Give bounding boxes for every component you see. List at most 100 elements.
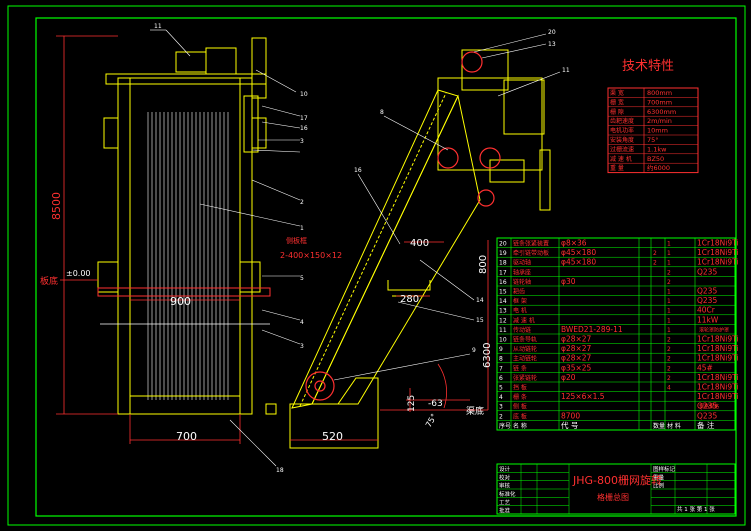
parts-cell: 轴承座 (513, 268, 531, 276)
parts-cell: φ35×25 (561, 363, 592, 372)
parts-cell: 牵引链带动板 (513, 249, 549, 257)
title-right-label: 重量 (653, 473, 665, 481)
parts-cell: 4 (499, 394, 503, 401)
title-right-label: 图样标记 (653, 465, 676, 473)
parts-cell: 1Cr18Ni9Ti (697, 258, 739, 267)
dim-800: 800 (478, 255, 489, 274)
parts-cell: 框 架 (513, 297, 527, 305)
side-leaders (333, 33, 561, 381)
parts-cell: 传动链 (513, 326, 531, 334)
parts-cell: 12 (499, 317, 507, 324)
parts-cell: φ28×27 (561, 344, 592, 353)
parts-cell: 14 (499, 298, 507, 305)
side-dimensions (290, 240, 489, 441)
parts-cell: 挡 板 (513, 384, 527, 392)
parts-cell: φ28×27 (561, 354, 592, 363)
parts-cell: 18 (499, 260, 507, 267)
spec-row-label: 齿耙速度 (610, 117, 634, 125)
parts-header-cell: 代 号 (561, 420, 578, 430)
callout-15: 15 (476, 317, 484, 324)
parts-cell: φ30 (561, 277, 576, 286)
title-label: 审核 (499, 482, 511, 490)
parts-cell: φ8×36 (561, 239, 587, 248)
callout-1: 1 (300, 225, 304, 232)
parts-cell: 驱动轴 (513, 259, 531, 267)
dim-angle-63: -63 (428, 399, 443, 409)
parts-cell: 17 (499, 269, 507, 276)
parts-cell: 19 (499, 250, 507, 257)
parts-cell: 9 (499, 346, 503, 353)
parts-cell: Q235 (697, 402, 717, 411)
parts-cell: 1Cr18Ni9Ti (697, 392, 739, 401)
parts-cell: 7 (499, 365, 503, 372)
parts-cell: 1 (667, 308, 671, 315)
parts-cell: 2 (667, 365, 671, 372)
spec-row-value: 2m/min (647, 117, 672, 125)
parts-cell: 链条导轨 (513, 336, 537, 344)
parts-cell: Q235 (697, 296, 717, 305)
parts-cell: 减 速 机 (513, 316, 535, 324)
dim-ground-label: 板底 (40, 275, 58, 287)
spec-row-label: 栅 隙 (610, 108, 624, 116)
parts-cell: 2 (653, 260, 657, 267)
front-dimensions (56, 35, 270, 444)
dim-6300: 6300 (482, 343, 493, 368)
dim-125: 125 (407, 395, 417, 412)
side-callouts: 20 13 11 8 16 14 15 9 (354, 29, 570, 354)
parts-cell: 2 (667, 279, 671, 286)
front-callouts: 11 10 17 16 3 2 1 5 4 3 18 (154, 23, 308, 474)
callout-10: 10 (300, 91, 308, 98)
parts-cell: 8700 (561, 411, 580, 420)
side-note: 侧板框 (286, 236, 307, 245)
sheet-number: 共 1 张 第 1 张 (677, 505, 715, 513)
parts-cell: 13 (499, 308, 507, 315)
parts-cell: 45# (697, 363, 713, 372)
parts-cell: 从动链轮 (513, 345, 537, 353)
dim-angle-75: 75° (424, 412, 439, 429)
channel-label: 渠底 (466, 405, 484, 417)
parts-cell: 链 条 (513, 364, 527, 372)
parts-cell: 侧 板 (513, 403, 527, 411)
parts-cell: Q235 (697, 287, 717, 296)
parts-cell: 电 机 (513, 307, 527, 315)
title-right-label: 比例 (653, 482, 665, 490)
spec-row-value: 75° (647, 136, 659, 144)
parts-note: 规格规格 (699, 403, 719, 410)
spec-row-value: BZ50 (647, 155, 664, 163)
title-label: 标准化 (499, 490, 516, 498)
parts-cell: 11kW (697, 315, 719, 324)
parts-header-cell: 材 料 (667, 422, 681, 430)
callout-2: 2 (300, 199, 304, 206)
parts-cell: 2 (667, 337, 671, 344)
spec-row-value: 700mm (647, 98, 672, 106)
front-view (97, 37, 277, 415)
parts-cell: φ28×27 (561, 335, 592, 344)
callout-16b: 16 (354, 167, 362, 174)
parts-cell: 主动链轮 (513, 355, 537, 363)
parts-header-cell: 名 称 (513, 422, 527, 430)
dim-water-level: ±0.00 (66, 269, 91, 278)
spec-row-label: 栅 宽 (610, 98, 624, 106)
spec-row-value: 约6000 (647, 163, 670, 172)
callout-20: 20 (548, 29, 556, 36)
parts-cell: 5 (499, 385, 503, 392)
outer-frame (7, 5, 746, 526)
parts-cell: 1Cr18Ni9Ti (697, 335, 739, 344)
side-rollers (305, 51, 501, 401)
callout-13: 13 (548, 41, 556, 48)
parts-cell: 1Cr18Ni9Ti (697, 248, 739, 257)
parts-cell: 4 (667, 385, 671, 392)
parts-cell: φ20 (561, 373, 576, 382)
parts-cell: 15 (499, 289, 507, 296)
spec-row-label: 减 速 机 (610, 155, 632, 163)
parts-cell: 2 (667, 375, 671, 382)
dim-900: 900 (170, 295, 191, 308)
callout-3b: 3 (300, 343, 304, 350)
parts-cell: 1 (667, 289, 671, 296)
parts-note: 滚轮罩防护罩 (699, 326, 729, 333)
callout-4: 4 (300, 319, 304, 326)
parts-cell: 1Cr18Ni9Ti (697, 239, 739, 248)
parts-cell: 1 (667, 250, 671, 257)
